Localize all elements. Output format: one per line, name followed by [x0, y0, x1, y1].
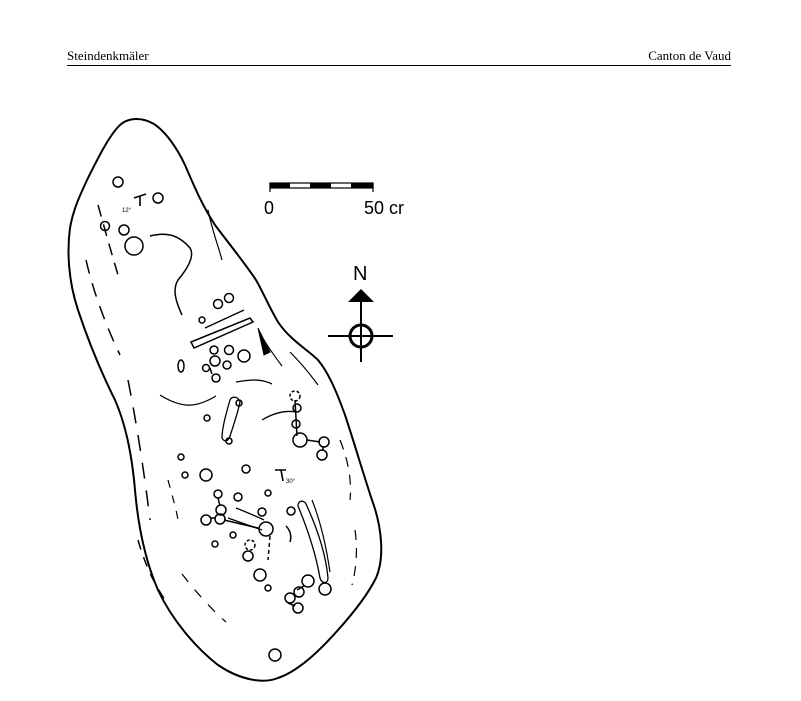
header-title-right: Canton de Vaud — [648, 48, 731, 63]
groove — [257, 327, 271, 356]
crack-line — [97, 204, 119, 276]
angle-label-middle: 30° — [286, 479, 296, 485]
groove — [221, 396, 241, 442]
crack-line — [181, 573, 227, 623]
crack-line — [85, 259, 121, 356]
scale-bar: 0 50 cr — [264, 182, 404, 218]
cupule-marks — [99, 176, 332, 662]
header-title-left: Steindenkmäler — [67, 48, 149, 63]
scale-label-start: 0 — [264, 198, 274, 218]
crack-line — [339, 439, 352, 501]
crack-line — [167, 479, 179, 521]
crack-line — [159, 394, 217, 406]
groove — [263, 339, 283, 367]
connecting-channels — [209, 367, 324, 607]
north-label: N — [353, 263, 367, 285]
crack-line — [261, 410, 297, 421]
angle-marker-top: 12° — [122, 193, 147, 214]
stone-outline — [67, 118, 383, 682]
groove — [297, 500, 329, 584]
angle-marker-middle: 30° — [275, 469, 296, 485]
groove — [189, 317, 255, 349]
groove — [311, 499, 331, 573]
north-arrow-icon: N — [328, 263, 393, 362]
crack-line — [149, 233, 193, 316]
crack-line — [127, 379, 151, 521]
crack-line — [235, 379, 273, 385]
crack-line — [351, 529, 358, 586]
groove — [235, 507, 265, 521]
angle-label-top: 12° — [122, 208, 132, 214]
groove — [204, 309, 245, 329]
crack-line — [289, 351, 319, 386]
crack-line — [207, 209, 223, 261]
scale-label-end: 50 cr — [364, 198, 404, 218]
page-header: Steindenkmäler Canton de Vaud — [67, 47, 731, 66]
crack-line — [137, 539, 166, 601]
